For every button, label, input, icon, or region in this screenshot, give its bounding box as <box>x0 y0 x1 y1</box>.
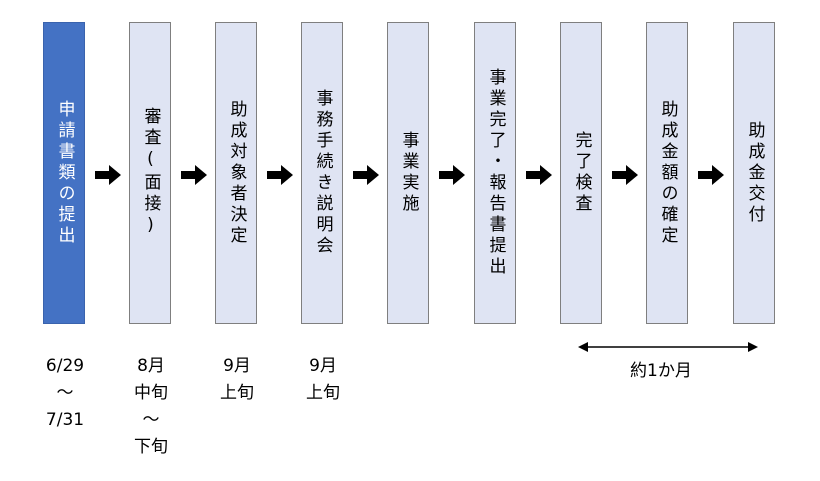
flow-arrow-icon <box>95 165 121 185</box>
schedule-date-recipient-decision: 9月 上旬 <box>220 356 254 403</box>
duration-label: 約1か月 <box>630 361 692 381</box>
step-box-project-execution: 事業実施 <box>387 22 429 324</box>
step-label: 助成金交付 <box>744 120 765 226</box>
step-box-grant-payment: 助成金交付 <box>733 22 775 324</box>
step-label: 事業実施 <box>398 131 419 215</box>
step-box-amount-confirmation: 助成金額の確定 <box>646 22 688 324</box>
step-box-completion-report: 事業完了・報告書提出 <box>474 22 516 324</box>
schedule-date-briefing-session: 9月 上旬 <box>306 356 340 403</box>
schedule-date-application: 6/29 〜 7/31 <box>45 356 85 430</box>
step-label: 申請書類の提出 <box>54 99 75 247</box>
flow-arrow-icon <box>526 165 552 185</box>
step-box-screening: 審査(面接) <box>129 22 171 324</box>
duration-double-arrow-icon <box>578 342 758 352</box>
step-box-application: 申請書類の提出 <box>43 22 85 324</box>
step-label: 審査(面接) <box>140 107 161 239</box>
flow-arrow-icon <box>267 165 293 185</box>
flow-arrow-icon <box>439 165 465 185</box>
flow-arrow-icon <box>612 165 638 185</box>
step-box-briefing-session: 事務手続き説明会 <box>301 22 343 324</box>
step-label: 完了検査 <box>571 131 592 215</box>
step-box-recipient-decision: 助成対象者決定 <box>215 22 257 324</box>
step-label: 事業完了・報告書提出 <box>485 68 506 278</box>
step-label: 助成対象者決定 <box>226 99 247 247</box>
step-box-completion-inspection: 完了検査 <box>560 22 602 324</box>
flow-arrow-icon <box>353 165 379 185</box>
schedule-date-screening: 8月 中旬 〜 下旬 <box>134 356 168 457</box>
step-label: 事務手続き説明会 <box>312 89 333 257</box>
step-label: 助成金額の確定 <box>657 99 678 247</box>
flow-arrow-icon <box>698 165 724 185</box>
flow-arrow-icon <box>181 165 207 185</box>
